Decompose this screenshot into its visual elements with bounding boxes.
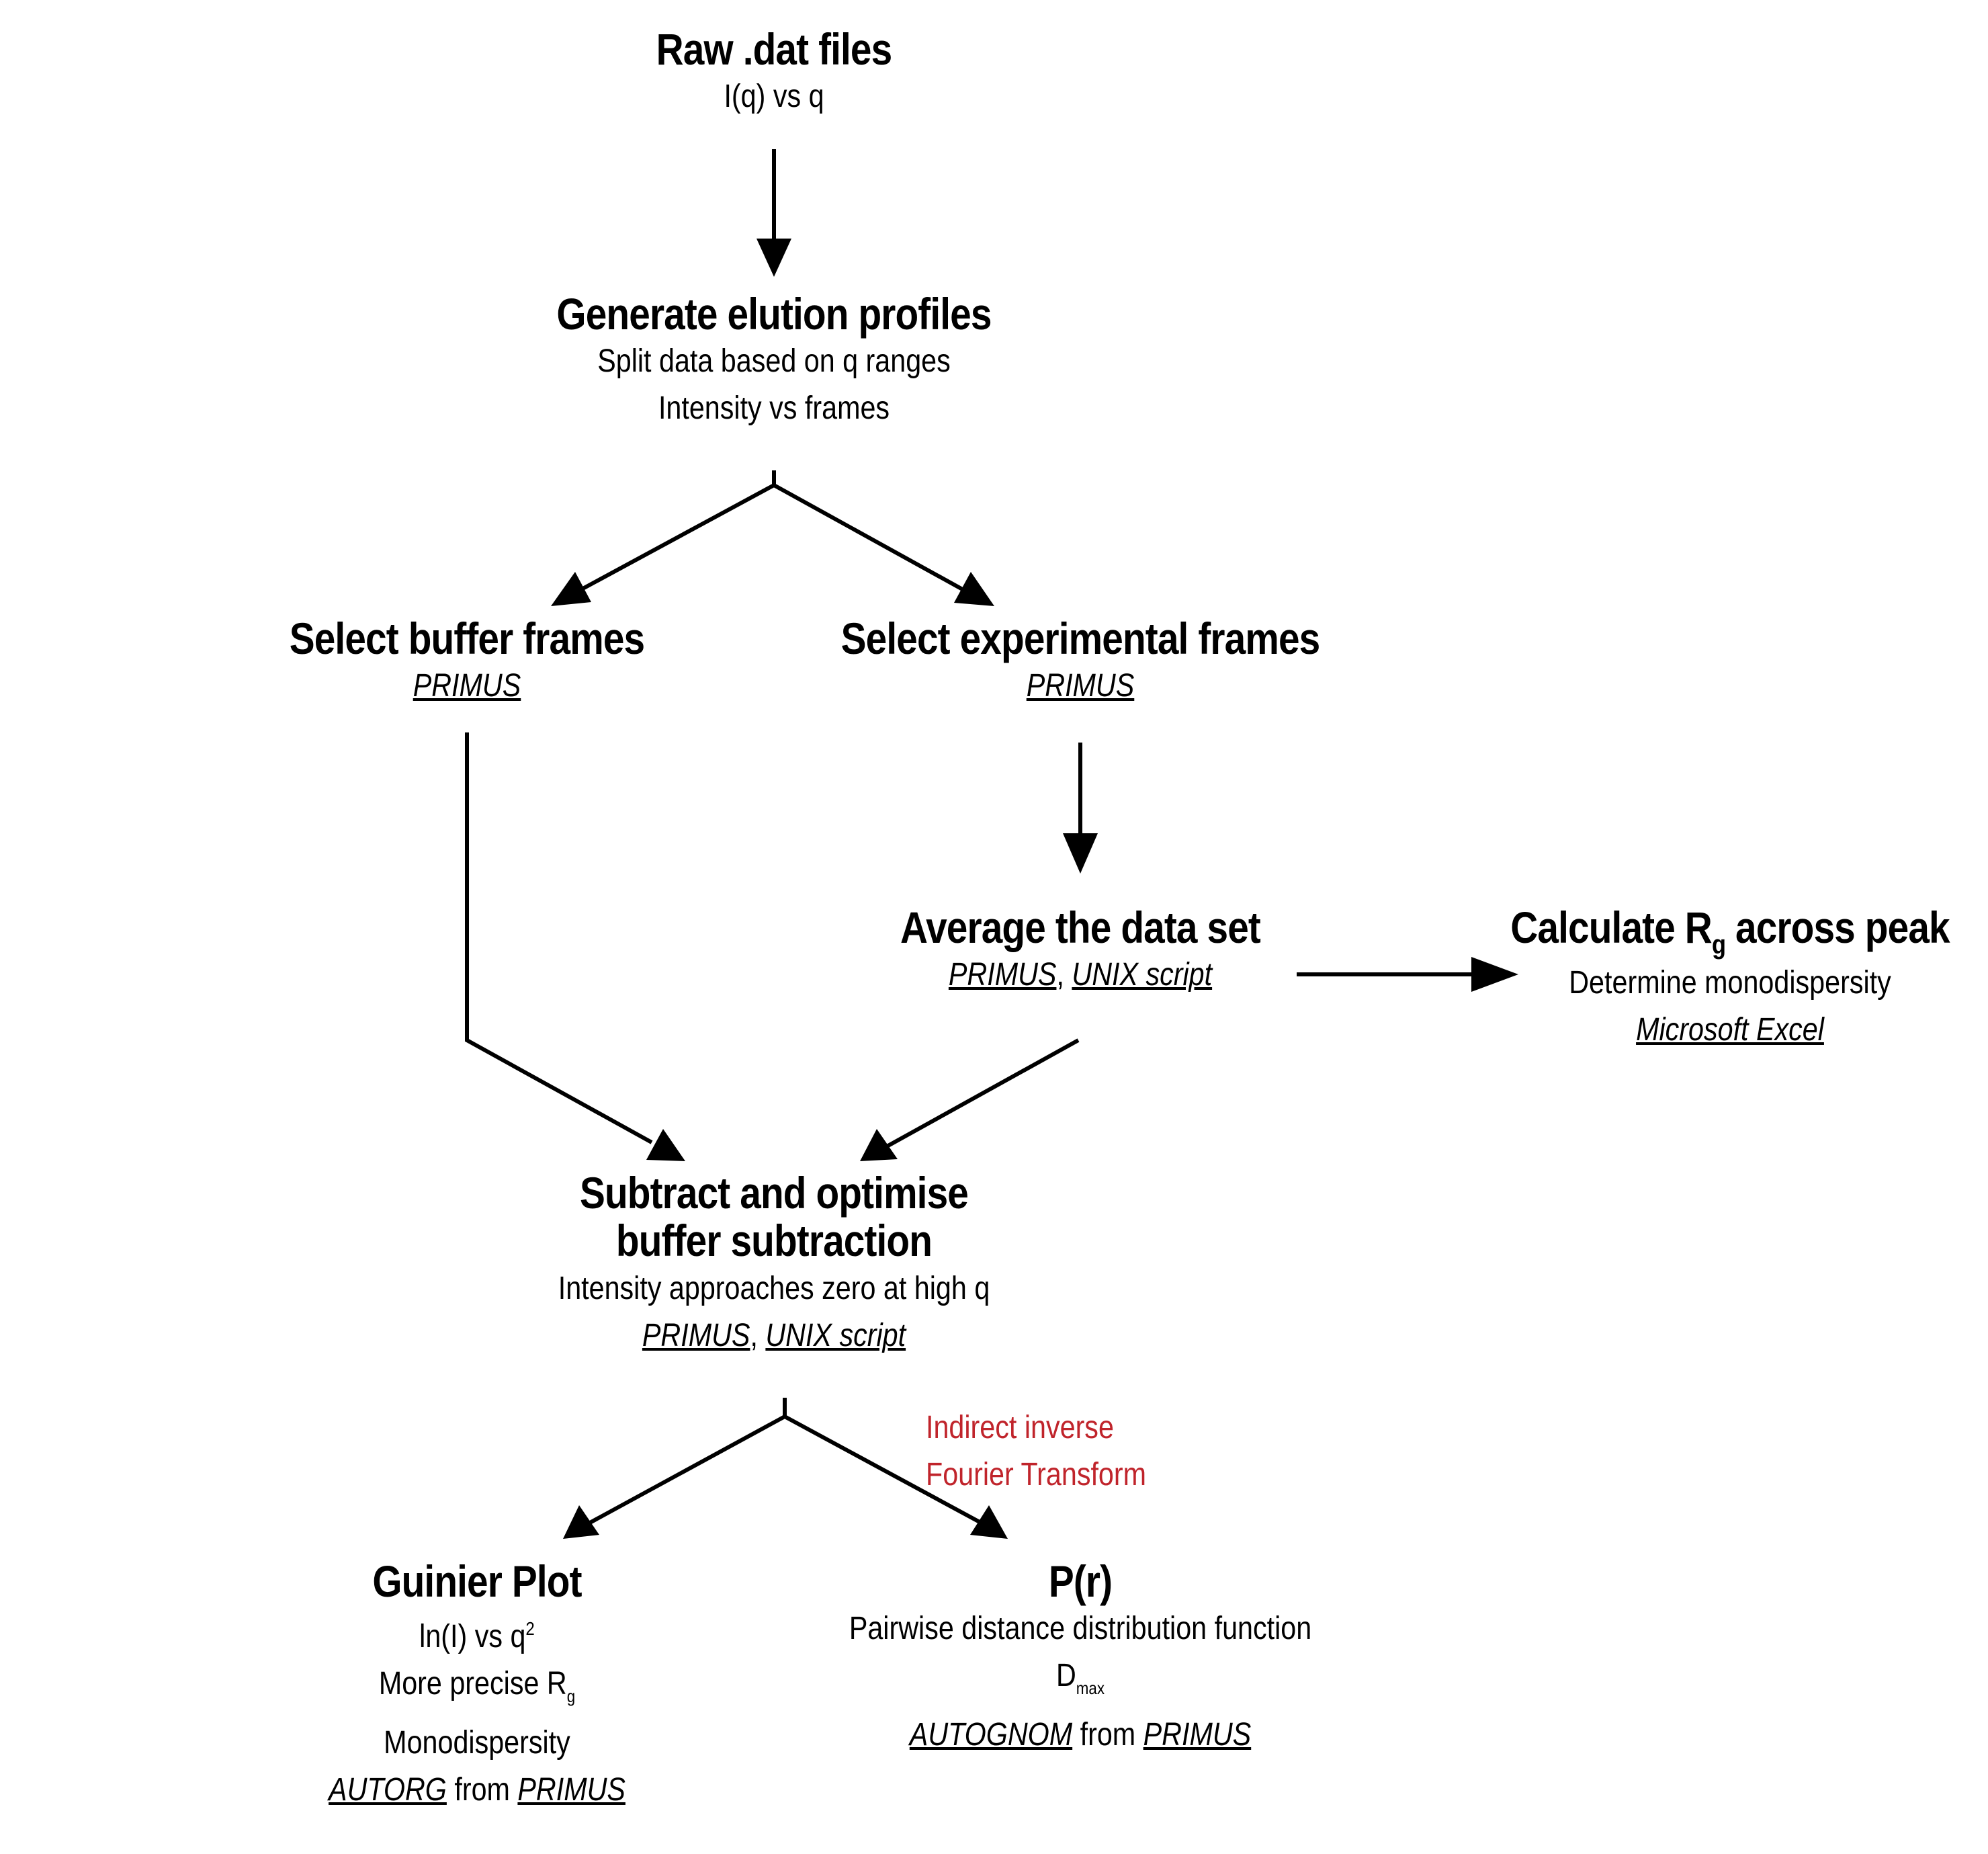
tools-connector: from [1072, 1717, 1143, 1753]
node-rg-title-pre: Calculate R [1510, 902, 1713, 952]
node-pr-line2-sub: max [1076, 1678, 1105, 1699]
node-rg-title-sub: g [1711, 930, 1726, 960]
arrowhead-elution-to-experimental [954, 572, 994, 606]
arrowhead-average-to-rg [1471, 957, 1518, 992]
node-subtract-title-line1: Subtract and optimise [579, 1168, 969, 1218]
tools-connector: from [446, 1772, 518, 1808]
node-guinier-line1-sup: 2 [525, 1618, 535, 1640]
arrow-elution-to-experimental [773, 483, 967, 593]
node-buffer-frames: Select buffer frames PRIMUS [261, 614, 674, 710]
node-elution-title: Generate elution profiles [556, 289, 992, 339]
node-guinier-line2-sub: g [566, 1686, 576, 1707]
arrow-subtract-to-guinier [589, 1415, 786, 1525]
node-average-tools-line: PRIMUS, UNIX script [900, 952, 1260, 999]
node-guinier-line3: Monodispersity [384, 1725, 570, 1761]
node-guinier-title: Guinier Plot [372, 1556, 582, 1606]
tool-link-primus: PRIMUS [413, 668, 521, 704]
node-rg-line1: Determine monodispersity [1569, 965, 1891, 1001]
node-elution-line1: Split data based on q ranges [597, 343, 951, 380]
tool-link-unix-script: UNIX script [1072, 957, 1213, 993]
node-guinier-tools-line: AUTORG from PRIMUS [329, 1767, 625, 1814]
arrowhead-elution-to-buffer [551, 572, 591, 606]
tool-link-primus: PRIMUS [948, 957, 1057, 993]
node-rg-title-post: across peak [1725, 902, 1950, 952]
arrowhead-raw-to-elution [757, 239, 791, 277]
node-pr-tools-line: AUTOGNOM from PRIMUS [849, 1712, 1311, 1759]
tool-link-primus: PRIMUS [517, 1772, 625, 1808]
tool-link-autorg: AUTORG [329, 1772, 447, 1808]
node-raw-subtitle: I(q) vs q [724, 79, 824, 115]
node-guinier-line2-text: More precise R [378, 1666, 567, 1702]
node-rg-across-peak: Calculate Rg across peak Determine monod… [1475, 902, 1985, 1054]
label-fourier-line2: Fourier Transform [926, 1457, 1147, 1492]
node-experimental-frames: Select experimental frames PRIMUS [802, 614, 1359, 710]
label-fourier-transform: Indirect inverse Fourier Transform [926, 1404, 1146, 1499]
node-elution-line2: Intensity vs frames [658, 390, 890, 427]
tool-link-unix-script: UNIX script [765, 1317, 906, 1353]
arrowhead-average-to-subtract [860, 1129, 898, 1161]
node-subtract-optimise: Subtract and optimise buffer subtraction… [523, 1169, 1025, 1359]
node-average-data-set: Average the data set PRIMUS, UNIX script [871, 902, 1289, 999]
arrowhead-subtract-to-guinier [563, 1505, 599, 1539]
node-average-title: Average the data set [900, 902, 1261, 952]
node-elution-profiles: Generate elution profiles Split data bas… [521, 290, 1027, 432]
node-subtract-line1: Intensity approaches zero at high q [558, 1270, 990, 1306]
node-guinier-line1: ln(I) vs q2 [329, 1605, 625, 1660]
node-guinier-plot: Guinier Plot ln(I) vs q2 More precise Rg… [304, 1556, 650, 1814]
node-pr-line2-text: D [1055, 1658, 1076, 1694]
node-pr-line2: Dmax [849, 1652, 1311, 1712]
node-buffer-title: Select buffer frames [289, 614, 645, 663]
arrowhead-subtract-to-pr [970, 1505, 1008, 1539]
node-rg-title: Calculate Rg across peak [1510, 902, 1950, 960]
label-fourier-line1: Indirect inverse [926, 1410, 1114, 1445]
node-guinier-line1-text: ln(I) vs q [419, 1619, 526, 1655]
node-raw-dat-files: Raw .dat files I(q) vs q [637, 24, 911, 120]
tools-separator: , [750, 1317, 766, 1353]
node-pr: P(r) Pairwise distance distribution func… [812, 1556, 1349, 1759]
tools-separator: , [1056, 957, 1072, 993]
node-buffer-tool-line: PRIMUS [290, 663, 645, 710]
node-pr-line1: Pairwise distance distribution function [849, 1611, 1312, 1647]
node-experimental-tool-line: PRIMUS [841, 663, 1320, 710]
arrow-subtract-to-pr [783, 1415, 982, 1525]
node-pr-title: P(r) [1048, 1556, 1113, 1606]
tool-link-primus: PRIMUS [1143, 1717, 1252, 1753]
node-experimental-title: Select experimental frames [840, 614, 1321, 663]
node-subtract-title-line2: buffer subtraction [615, 1216, 933, 1266]
node-subtract-tools-line: PRIMUS, UNIX script [558, 1312, 990, 1359]
tool-link-autognom: AUTOGNOM [909, 1717, 1073, 1753]
tool-link-primus: PRIMUS [642, 1317, 750, 1353]
arrow-average-to-subtract [885, 1038, 1080, 1148]
node-guinier-line2: More precise Rg [329, 1660, 625, 1720]
arrowhead-buffer-to-subtract [646, 1129, 685, 1161]
node-raw-title: Raw .dat files [656, 24, 893, 74]
node-rg-tool-line: Microsoft Excel [1510, 1007, 1949, 1054]
tool-link-primus: PRIMUS [1026, 668, 1135, 704]
arrow-buffer-to-subtract [465, 732, 653, 1144]
tool-link-microsoft-excel: Microsoft Excel [1636, 1012, 1824, 1048]
arrowhead-experimental-to-average [1063, 833, 1098, 874]
arrow-elution-to-buffer [576, 483, 775, 593]
